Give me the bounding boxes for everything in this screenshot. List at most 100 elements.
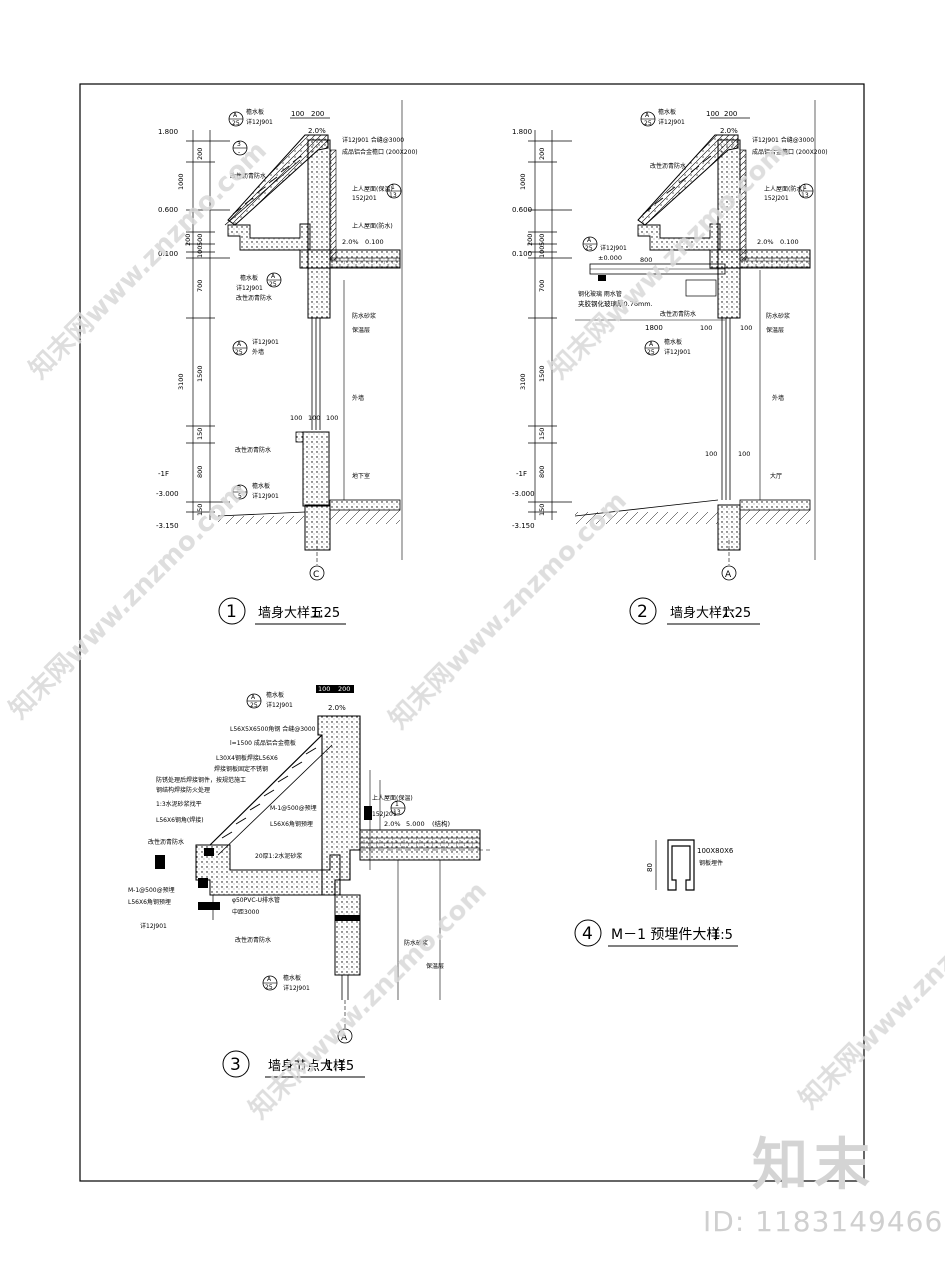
svg-text:100: 100 (290, 414, 302, 422)
svg-text:防水砂浆: 防水砂浆 (766, 312, 790, 320)
svg-text:0.600: 0.600 (512, 206, 532, 214)
svg-text:φ50PVC-U排水管: φ50PVC-U排水管 (232, 896, 280, 904)
svg-text:L30X4钢板焊接L56X6: L30X4钢板焊接L56X6 (216, 754, 278, 762)
svg-text:防水砂浆: 防水砂浆 (404, 939, 428, 947)
svg-text:外墙: 外墙 (252, 348, 264, 356)
svg-text:改性沥青防水: 改性沥青防水 (236, 294, 272, 302)
svg-text:152J201: 152J201 (352, 195, 377, 202)
svg-text:成品铝合金檐口 (200X200): 成品铝合金檐口 (200X200) (342, 148, 418, 156)
svg-text:檐水板: 檐水板 (658, 108, 676, 116)
svg-text:L56X6角钢预埋: L56X6角钢预埋 (128, 898, 171, 906)
svg-text:1: 1 (395, 801, 399, 808)
svg-text:500: 500 (196, 234, 204, 246)
svg-text:100: 100 (291, 110, 304, 118)
svg-text:2.0%: 2.0% (720, 127, 738, 135)
svg-text:焊接钢板固定不锈钢: 焊接钢板固定不锈钢 (214, 765, 268, 773)
svg-text:25: 25 (265, 984, 273, 991)
svg-text:上人屋面(保温): 上人屋面(保温) (352, 185, 393, 193)
svg-text:详12J901: 详12J901 (658, 118, 685, 126)
svg-text:80: 80 (646, 863, 654, 872)
svg-text:知末网www.znzmo.com: 知末网www.znzmo.com (384, 486, 633, 735)
embedded-part-detail-4: 80 100X80X6 钢板埋件 4 M－1 预埋件大样 1:5 (574, 839, 738, 947)
svg-text:152J201: 152J201 (764, 195, 789, 202)
svg-text:M-1@500@预埋: M-1@500@预埋 (270, 804, 317, 812)
svg-text:25: 25 (585, 245, 593, 252)
svg-text:0.100: 0.100 (512, 250, 532, 258)
svg-text:知末网www.znzmo.com: 知末网www.znzmo.com (4, 476, 253, 725)
svg-text:檐水板: 檐水板 (283, 974, 301, 982)
svg-text:1000: 1000 (177, 173, 185, 190)
svg-text:-: - (238, 149, 240, 156)
svg-text:700: 700 (538, 280, 546, 292)
svg-text:1.800: 1.800 (512, 128, 532, 136)
svg-text:中距3000: 中距3000 (232, 908, 259, 916)
svg-text:200: 200 (526, 234, 534, 246)
svg-text:800: 800 (538, 466, 546, 478)
svg-text:200: 200 (311, 110, 324, 118)
svg-text:-3.000: -3.000 (156, 490, 179, 498)
svg-text:上人屋面(防水): 上人屋面(防水) (352, 222, 393, 230)
svg-text:200: 200 (724, 110, 737, 118)
svg-text:1:15: 1:15 (325, 1059, 354, 1074)
svg-text:3: 3 (230, 1055, 241, 1075)
brand-logo: 知末 (752, 1133, 876, 1198)
svg-text:13: 13 (389, 192, 397, 199)
svg-text:地下室: 地下室 (352, 472, 370, 480)
svg-text:l=1500 成品铝合金檐板: l=1500 成品铝合金檐板 (230, 739, 296, 747)
svg-text:800: 800 (640, 256, 652, 264)
svg-text:100: 100 (326, 414, 338, 422)
svg-text:A: A (267, 976, 272, 983)
svg-text:3100: 3100 (177, 373, 185, 390)
svg-text:0.600: 0.600 (158, 206, 178, 214)
svg-text:150: 150 (196, 428, 204, 440)
svg-text:详12J901: 详12J901 (236, 284, 263, 292)
svg-text:上人屋面(保温): 上人屋面(保温) (372, 794, 413, 802)
svg-text:1.800: 1.800 (158, 128, 178, 136)
svg-text:钢板埋件: 钢板埋件 (699, 859, 723, 867)
svg-text:100: 100 (706, 110, 719, 118)
svg-text:知末网www.znzmo.com: 知末网www.znzmo.com (794, 866, 945, 1115)
svg-text:200: 200 (538, 148, 546, 160)
svg-text:外墙: 外墙 (352, 394, 364, 402)
svg-text:B: B (237, 485, 241, 492)
svg-text:13: 13 (393, 809, 401, 816)
svg-text:2: 2 (637, 602, 648, 622)
svg-text:A: A (725, 570, 732, 580)
svg-text:防锈处理后焊接钢件，按规范施工: 防锈处理后焊接钢件，按规范施工 (156, 776, 246, 784)
svg-text:25: 25 (250, 702, 258, 709)
svg-text:改性沥青防水: 改性沥青防水 (235, 936, 271, 944)
svg-text:防水砂浆: 防水砂浆 (352, 312, 376, 320)
svg-text:A: A (649, 341, 654, 348)
svg-text:152J201: 152J201 (372, 811, 397, 818)
svg-text:详12J901 合缝@3000: 详12J901 合缝@3000 (752, 136, 814, 144)
svg-text:20厚1:2水泥砂浆: 20厚1:2水泥砂浆 (255, 852, 302, 860)
svg-text:2.0%: 2.0% (757, 238, 774, 246)
svg-text:0.100: 0.100 (780, 238, 799, 246)
svg-text:100X80X6: 100X80X6 (697, 847, 734, 855)
svg-text:L56X5X6500角钢 合缝@3000: L56X5X6500角钢 合缝@3000 (230, 725, 316, 733)
svg-text:檐水板: 檐水板 (266, 691, 284, 699)
svg-text:150: 150 (196, 504, 204, 516)
svg-text:2.0%: 2.0% (342, 238, 359, 246)
svg-text:700: 700 (196, 280, 204, 292)
svg-text:5: 5 (238, 493, 242, 500)
svg-text:详12J901: 详12J901 (283, 984, 310, 992)
svg-text:1:5: 1:5 (712, 928, 733, 943)
svg-text:5.000: 5.000 (406, 820, 425, 828)
svg-text:0.100: 0.100 (158, 250, 178, 258)
svg-text:墙身大样六: 墙身大样六 (670, 605, 735, 621)
svg-text:4: 4 (582, 924, 593, 944)
svg-text:保温层: 保温层 (426, 962, 444, 970)
svg-text:成品铝合金檐口 (200X200): 成品铝合金檐口 (200X200) (752, 148, 828, 156)
svg-text:2.0%: 2.0% (328, 704, 346, 712)
svg-text:檐水板: 檐水板 (240, 274, 258, 282)
svg-text:大厅: 大厅 (770, 472, 782, 480)
svg-text:1: 1 (803, 184, 807, 191)
svg-text:详12J901: 详12J901 (252, 492, 279, 500)
svg-text:1:25: 1:25 (311, 606, 340, 621)
svg-text:25: 25 (644, 120, 652, 127)
svg-text:上人屋面(防水): 上人屋面(防水) (764, 185, 805, 193)
svg-text:檐水板: 檐水板 (664, 338, 682, 346)
svg-text:25: 25 (647, 349, 655, 356)
svg-text:200: 200 (196, 148, 204, 160)
